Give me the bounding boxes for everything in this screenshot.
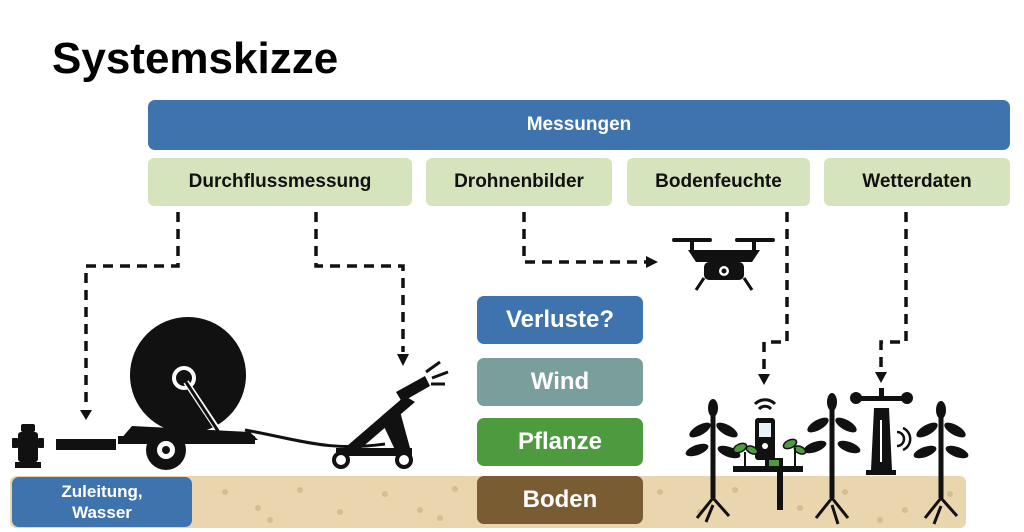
connector-weather — [879, 212, 908, 371]
category-flow-measurement: Durchflussmessung — [148, 158, 412, 206]
connector-drone — [522, 212, 646, 264]
page-title: Systemskizze — [52, 34, 339, 83]
connectors — [84, 212, 908, 408]
hose-reel-icon — [118, 317, 258, 470]
water-supply-box: Zuleitung, Wasser — [12, 477, 192, 527]
connector-flow-supply — [84, 212, 180, 408]
category-drone-images: Drohnenbilder — [426, 158, 612, 206]
factor-plant: Pflanze — [477, 418, 643, 466]
arrowheads — [80, 256, 887, 420]
factor-losses: Verluste? — [477, 296, 643, 344]
supply-pipe — [56, 439, 116, 450]
measurements-header: Messungen — [148, 100, 1010, 150]
hose — [244, 428, 386, 449]
water-supply-line1: Zuleitung, — [61, 482, 143, 501]
connector-soil-sensor — [762, 212, 789, 373]
plant-icon — [685, 393, 969, 525]
hydrant-icon — [12, 424, 44, 468]
anemometer-icon — [850, 388, 913, 475]
water-supply-line2: Wasser — [72, 503, 132, 522]
drone-icon — [672, 238, 775, 291]
factor-soil: Boden — [477, 476, 643, 524]
connector-flow-sprinkler — [314, 212, 405, 352]
category-weather-data: Wetterdaten — [824, 158, 1010, 206]
category-soil-moisture: Bodenfeuchte — [627, 158, 810, 206]
factor-wind: Wind — [477, 358, 643, 406]
soil-sensor-icon — [732, 398, 807, 510]
sprinkler-cart-icon — [332, 360, 449, 469]
